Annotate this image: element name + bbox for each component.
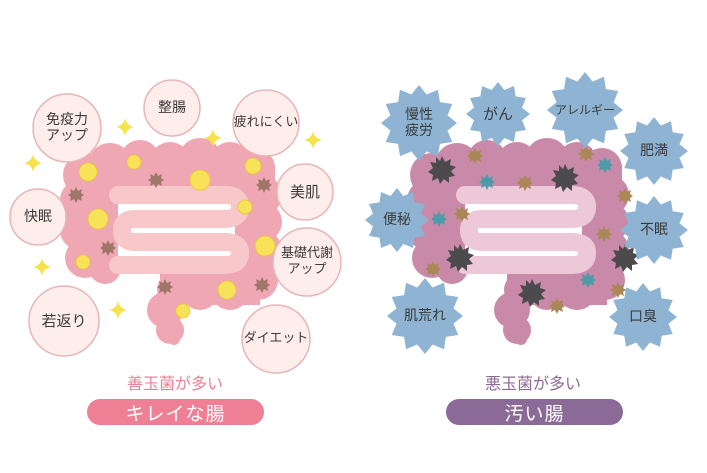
- dirty-gut-badge: 汚い腸: [446, 399, 623, 425]
- problem-allergy: アレルギー: [554, 103, 615, 117]
- good-bacteria-smileys: [75, 154, 276, 319]
- problem-cancer: がん: [482, 105, 513, 123]
- benefit-circles: [9, 79, 342, 374]
- benefit-diet: ダイエット: [243, 331, 309, 346]
- benefit-gut-regulation: 整腸: [158, 100, 186, 116]
- benefit-beautiful-skin: 美肌: [289, 183, 320, 201]
- right-subtitle: 悪玉菌が多い: [484, 374, 581, 393]
- problem-rough-skin: 肌荒れ: [404, 308, 446, 324]
- clean-gut-badge: キレイな腸: [87, 399, 264, 425]
- benefit-immunity-up: 免疫力 アップ: [46, 112, 88, 144]
- benefit-good-sleep: 快眠: [24, 209, 52, 225]
- problem-insomnia: 不眠: [640, 222, 668, 238]
- benefit-metabolism-up: 基礎代謝 アップ: [280, 246, 333, 277]
- benefit-rejuvenation: 若返り: [41, 312, 87, 330]
- problem-obesity: 肥満: [640, 143, 668, 159]
- left-subtitle: 善玉菌が多い: [126, 374, 223, 393]
- benefit-less-fatigue: 疲れにくい: [233, 115, 299, 130]
- problem-bad-breath: 口臭: [629, 309, 657, 325]
- problem-chronic-fatigue: 慢性 疲労: [405, 107, 433, 139]
- problem-constipation: 便秘: [383, 212, 411, 228]
